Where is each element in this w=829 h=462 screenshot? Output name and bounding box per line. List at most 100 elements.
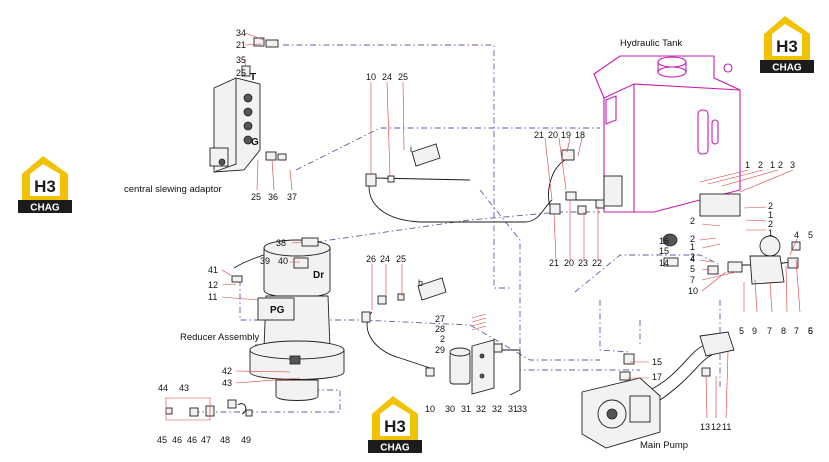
part-callout: 27	[435, 314, 445, 324]
part-callout: 1	[770, 160, 775, 170]
part-callout: 41	[208, 265, 218, 275]
logo-word-band	[760, 60, 814, 73]
part-callout: 4	[690, 254, 695, 264]
part-callout: 11	[722, 422, 731, 432]
part-callout: 35	[236, 55, 246, 65]
part-callout: 39	[260, 256, 270, 266]
part-callout: 13	[700, 422, 710, 432]
part-callout: 25	[396, 254, 406, 264]
part-callout: 20	[564, 258, 574, 268]
part-callout: 18	[575, 130, 585, 140]
part-callout: 7	[794, 326, 799, 336]
part-callout: 16	[659, 236, 669, 246]
part-callout: 45	[157, 435, 167, 445]
part-callout: 34	[236, 28, 246, 38]
part-callout: 11	[208, 292, 217, 302]
part-callout: 2	[758, 160, 763, 170]
logo-house-body	[772, 24, 802, 56]
part-callout: 1	[768, 210, 773, 220]
part-callout: 25	[236, 68, 246, 78]
main-pump	[581, 331, 735, 449]
port-label-pg: PG	[270, 305, 285, 316]
part-callout: 40	[278, 256, 288, 266]
part-callout: 38	[276, 238, 286, 248]
part-callout: 42	[222, 366, 232, 376]
part-callout: 10	[688, 286, 698, 296]
part-callout: 43	[222, 378, 232, 388]
part-callout: 19	[561, 130, 571, 140]
part-callout: 2	[768, 219, 773, 229]
port-label-g: G	[251, 137, 259, 148]
part-callout: 15	[652, 357, 662, 367]
hydraulic-tank	[593, 55, 741, 213]
part-callout: 5	[808, 230, 813, 240]
part-callout: 10	[425, 404, 435, 414]
part-callout: 17	[652, 372, 662, 382]
part-callout: 48	[220, 435, 230, 445]
part-callout: 31	[508, 404, 518, 414]
part-callout: 28	[435, 324, 445, 334]
part-callout: 2	[778, 160, 783, 170]
part-callout: 1	[690, 242, 695, 252]
part-callout: 9	[752, 326, 757, 336]
part-callout: 46	[172, 435, 182, 445]
part-callout: 25	[251, 192, 261, 202]
port-label-b: b	[418, 278, 423, 288]
part-callout: 49	[241, 435, 251, 445]
part-callout: 5	[808, 326, 813, 336]
part-callout: 31	[461, 404, 471, 414]
part-callout: 24	[382, 72, 392, 82]
port-label-dr: Dr	[313, 270, 324, 281]
part-callout: 33	[517, 404, 527, 414]
part-callout: 26	[366, 254, 376, 264]
logo-word: CHAG	[30, 203, 60, 214]
caption-central-slewing-adaptor: central slewing adaptor	[124, 184, 222, 195]
logo-house-body	[380, 404, 410, 436]
part-callout: 47	[201, 435, 211, 445]
logo-mark: H3	[34, 177, 56, 196]
filter-block	[449, 313, 503, 395]
leader-lines	[221, 32, 801, 419]
central-slewing-adaptor	[209, 37, 287, 173]
part-callout: 3	[790, 160, 795, 170]
logo-word: CHAG	[380, 443, 410, 454]
part-callout: 12	[208, 280, 218, 290]
part-callout: 21	[236, 40, 246, 50]
logo-word: CHAG	[772, 63, 802, 74]
part-callout: 32	[492, 404, 502, 414]
part-callout: 23	[578, 258, 588, 268]
part-callout: 21	[549, 258, 559, 268]
port-label-t: T	[250, 72, 256, 83]
caption-hydraulic-tank: Hydraulic Tank	[620, 38, 682, 49]
part-callout: 2	[690, 252, 695, 262]
part-callout: 36	[268, 192, 278, 202]
part-callout: 46	[187, 435, 197, 445]
logo-word-band	[368, 440, 422, 453]
part-callout: 20	[548, 130, 558, 140]
logo-mark: H3	[384, 417, 406, 436]
part-callout: 32	[476, 404, 486, 414]
part-callout: 24	[380, 254, 390, 264]
part-callout: 22	[592, 258, 602, 268]
part-callout: 7	[767, 326, 772, 336]
part-callout: 2	[690, 216, 695, 226]
reducer-assembly	[249, 239, 345, 401]
part-callout: 2	[690, 234, 695, 244]
part-callout: 44	[158, 383, 168, 393]
part-callout: 5	[690, 264, 695, 274]
part-callout: 6	[808, 326, 813, 336]
port-label-i: i	[410, 144, 412, 154]
logo-mark: H3	[776, 37, 798, 56]
part-callout: 2	[768, 201, 773, 211]
part-callout: 43	[179, 383, 189, 393]
part-callout: 29	[435, 345, 445, 355]
part-callout: 4	[794, 230, 799, 240]
part-callout: 7	[690, 275, 695, 285]
caption-main-pump: Main Pump	[640, 440, 688, 451]
part-callout: 1	[768, 228, 773, 238]
